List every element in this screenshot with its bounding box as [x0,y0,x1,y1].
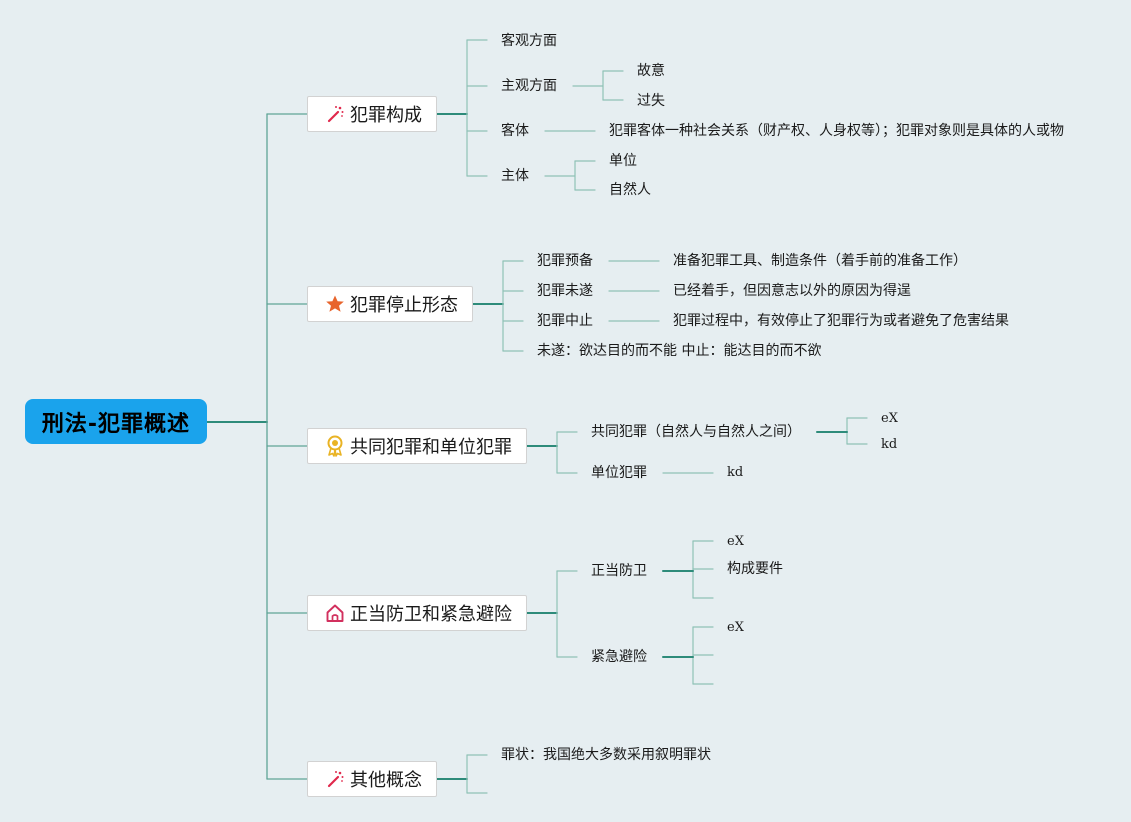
root-topic[interactable]: 刑法-犯罪概述 [25,399,207,444]
topic-attempt[interactable]: 犯罪未遂 [537,283,593,299]
topic-defense-elements[interactable]: 构成要件 [727,561,783,577]
topic-attempt-desc[interactable]: 已经着手，但因意志以外的原因为得逞 [673,283,911,299]
topic-joint-kd[interactable]: kd [881,437,898,452]
branch-crime-stopping-forms[interactable]: 犯罪停止形态 [307,286,473,322]
magic-wand-icon [324,103,346,125]
topic-note[interactable]: 未遂：欲达目的而不能 中止：能达目的而不欲 [537,343,822,359]
topic-necessity-ex[interactable]: eX [727,620,744,635]
branch-label: 正当防卫和紧急避险 [350,604,512,625]
award-ribbon-icon [324,435,346,457]
topic-subjective[interactable]: 主观方面 [501,78,557,94]
topic-charge-statement[interactable]: 罪状：我国绝大多数采用叙明罪状 [501,747,711,763]
branch-label: 其他概念 [350,770,422,791]
branch-other-concepts[interactable]: 其他概念 [307,761,437,797]
topic-natural-person[interactable]: 自然人 [609,182,651,198]
house-icon [324,602,346,624]
topic-discontinuation-desc[interactable]: 犯罪过程中，有效停止了犯罪行为或者避免了危害结果 [673,313,1009,329]
topic-preparation[interactable]: 犯罪预备 [537,253,593,269]
topic-necessity[interactable]: 紧急避险 [591,649,647,665]
topic-joint-crime[interactable]: 共同犯罪（自然人与自然人之间） [591,424,801,440]
topic-discontinuation[interactable]: 犯罪中止 [537,313,593,329]
branch-joint-unit-crime[interactable]: 共同犯罪和单位犯罪 [307,428,527,464]
topic-preparation-desc[interactable]: 准备犯罪工具、制造条件（着手前的准备工作） [673,253,967,269]
topic-negligence[interactable]: 过失 [637,93,665,109]
topic-intent[interactable]: 故意 [637,63,665,79]
magic-wand-icon [324,768,346,790]
star-icon [324,293,346,315]
topic-objective[interactable]: 客观方面 [501,33,557,49]
branch-label: 犯罪构成 [350,105,422,126]
branch-defense-necessity[interactable]: 正当防卫和紧急避险 [307,595,527,631]
root-title: 刑法-犯罪概述 [41,411,191,437]
topic-defense-ex[interactable]: eX [727,534,744,549]
topic-self-defense[interactable]: 正当防卫 [591,563,647,579]
topic-subject[interactable]: 主体 [501,168,529,184]
topic-unit-kd[interactable]: kd [727,465,744,480]
topic-unit-crime[interactable]: 单位犯罪 [591,465,647,481]
branch-label: 共同犯罪和单位犯罪 [350,437,512,458]
topic-unit[interactable]: 单位 [609,153,637,169]
topic-object-desc[interactable]: 犯罪客体一种社会关系（财产权、人身权等）；犯罪对象则是具体的人或物 [609,123,1064,139]
branch-label: 犯罪停止形态 [350,295,458,316]
topic-object[interactable]: 客体 [501,123,529,139]
topic-joint-ex[interactable]: eX [881,411,898,426]
branch-crime-constitution[interactable]: 犯罪构成 [307,96,437,132]
